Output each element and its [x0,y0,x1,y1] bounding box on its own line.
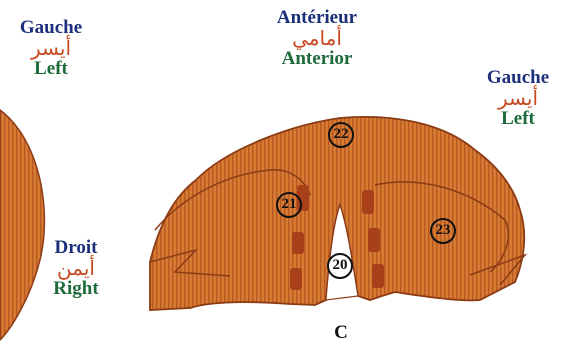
segment-right-2 [368,228,380,252]
label-french: Droit [36,238,116,258]
segment-right-1 [362,190,374,214]
segment-marker-20: 20 [327,253,353,279]
label-french: Gauche [468,68,568,88]
label-english: Anterior [252,49,382,69]
segment-marker-21: 21 [276,192,302,218]
orientation-label-top-left: Gauche أيسر Left [6,18,96,79]
label-english: Left [6,59,96,79]
left-edge-organ [0,110,44,340]
label-arabic: أيسر [6,38,96,59]
orientation-label-right: Droit أيمن Right [36,238,116,299]
segment-marker-23: 23 [430,218,456,244]
label-arabic: أمامي [252,28,382,49]
label-english: Right [36,279,116,299]
label-arabic: أيسر [468,88,568,109]
orientation-label-top-right: Gauche أيسر Left [468,68,568,129]
label-french: Antérieur [252,8,382,28]
orientation-label-anterior: Antérieur أمامي Anterior [252,8,382,69]
figure-caption: C [326,322,356,344]
segment-right-3 [372,264,384,288]
segment-marker-22: 22 [328,122,354,148]
label-arabic: أيمن [36,258,116,279]
segment-left-2 [292,232,304,254]
label-english: Left [468,109,568,129]
segment-left-3 [290,268,302,290]
label-french: Gauche [6,18,96,38]
